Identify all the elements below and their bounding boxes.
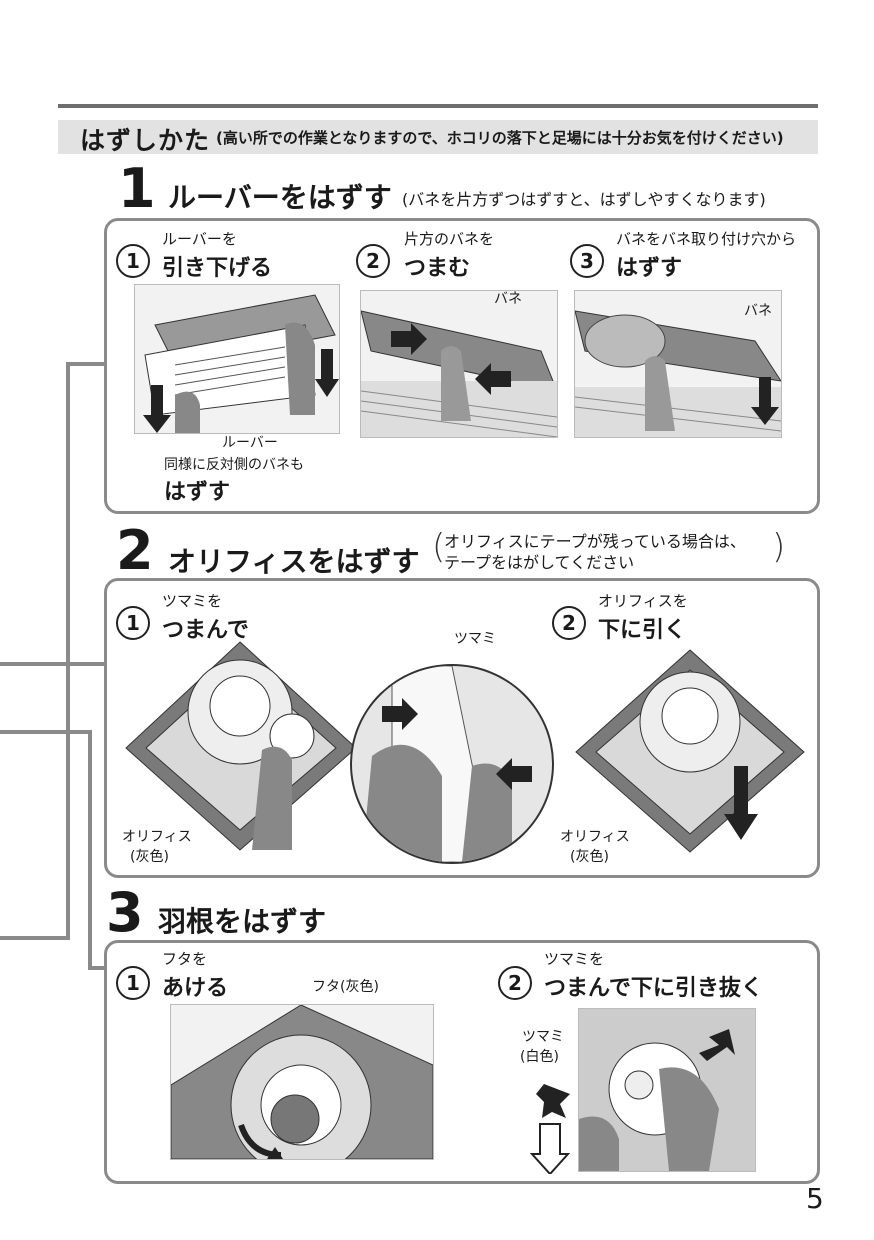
substep-caption: 片方のバネを xyxy=(404,230,495,248)
orifice-label: オリフィス xyxy=(560,829,630,845)
substep-number: 1 xyxy=(116,966,150,1000)
pinch-spring-illustration xyxy=(360,290,558,438)
substep-action: あける xyxy=(162,976,229,1001)
substep-action: 下に引く xyxy=(598,618,687,643)
step-2-title: オリフィスをはずす xyxy=(168,545,420,578)
step-1-number: 1 xyxy=(118,157,156,220)
same-other-side-action: はずす xyxy=(164,480,231,505)
note-bracket-right: ) xyxy=(772,527,786,567)
cover-label: フタ(灰色) xyxy=(312,979,379,995)
note-bracket-left: ( xyxy=(432,527,446,567)
substep-action: つまんで下に引き抜く xyxy=(544,976,763,1001)
substep-number: 2 xyxy=(356,244,390,278)
step-2-note-line1: オリフィスにテープが残っている場合は、 xyxy=(444,532,746,551)
down-arrow-icon xyxy=(530,1084,570,1174)
connector-line xyxy=(0,730,90,734)
knob-color-label: (白色) xyxy=(520,1049,559,1065)
connector-line xyxy=(66,362,106,366)
pull-out-fan-illustration xyxy=(578,1008,756,1172)
connector-line xyxy=(66,362,70,940)
knob-detail-zoom xyxy=(350,664,554,864)
step-1-title: ルーバーをはずす xyxy=(168,181,392,214)
substep-caption: ルーバーを xyxy=(162,230,237,248)
spring-label: バネ xyxy=(494,291,522,307)
connector-line xyxy=(88,730,92,970)
substep-number: 2 xyxy=(552,606,586,640)
orifice-color-label: (灰色) xyxy=(570,849,609,865)
louver-pull-down-illustration xyxy=(134,284,340,435)
connector-line xyxy=(0,936,70,940)
top-rule xyxy=(58,104,818,108)
substep-caption: ツマミを xyxy=(544,950,605,968)
connector-line xyxy=(88,966,106,970)
substep-action: つまんで xyxy=(162,618,249,643)
substep-action: はずす xyxy=(616,256,683,281)
substep-action: 引き下げる xyxy=(162,256,273,281)
open-cover-illustration xyxy=(170,1004,434,1176)
step-3-number: 3 xyxy=(106,881,144,944)
remove-spring-illustration xyxy=(574,290,783,438)
substep-caption: フタを xyxy=(162,950,208,968)
substep-caption: バネをバネ取り付け穴から xyxy=(616,230,797,248)
substep-number: 2 xyxy=(498,966,532,1000)
step-1-note: (バネを片方ずつはずすと、はずしやすくなります) xyxy=(402,190,766,209)
page-number: 5 xyxy=(806,1182,824,1215)
orifice-color-label: (灰色) xyxy=(130,849,169,865)
orifice-label: オリフィス xyxy=(122,829,192,845)
section-title: はずしかた xyxy=(80,126,211,155)
step-2-note-line2: テープをはがしてください xyxy=(444,553,635,572)
connector-line xyxy=(0,662,106,666)
step-2-number: 2 xyxy=(116,519,154,582)
section-header-bar xyxy=(58,120,818,154)
section-caution-note: (高い所での作業となりますので、ホコリの落下と足場には十分お気を付けください) xyxy=(216,129,784,147)
step-3-title: 羽根をはずす xyxy=(158,905,327,938)
knob-label: ツマミ xyxy=(522,1029,564,1045)
spring-label: バネ xyxy=(744,303,772,319)
pinch-knob-illustration xyxy=(122,640,358,852)
substep-action: つまむ xyxy=(404,256,471,281)
substep-caption: ツマミを xyxy=(162,592,223,610)
knob-label: ツマミ xyxy=(454,631,496,647)
pull-orifice-illustration xyxy=(572,648,806,854)
substep-caption: オリフィスを xyxy=(598,592,688,610)
substep-number: 3 xyxy=(570,244,604,278)
substep-number: 1 xyxy=(116,244,150,278)
louver-label: ルーバー xyxy=(222,435,278,451)
same-other-side-label: 同様に反対側のバネも xyxy=(164,457,304,473)
substep-number: 1 xyxy=(116,606,150,640)
